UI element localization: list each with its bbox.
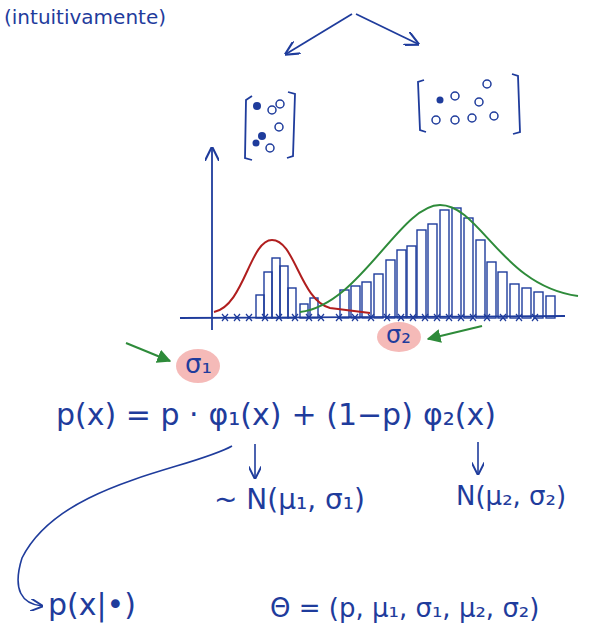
sample-dot — [258, 132, 266, 140]
down-arrow — [254, 444, 256, 478]
sample-dot — [451, 92, 459, 100]
bar — [386, 260, 395, 318]
curved-arrow — [18, 446, 232, 606]
bar — [340, 290, 349, 318]
sample-dot — [451, 116, 459, 124]
sample-dot — [468, 114, 476, 122]
bar — [498, 272, 507, 318]
y-axis — [211, 148, 213, 330]
sample-box — [418, 74, 520, 134]
note: (intuitivamente) — [4, 6, 166, 29]
gaussian-2 — [300, 205, 578, 312]
bar — [487, 262, 496, 318]
formula-part: p(x) = p · — [56, 398, 199, 433]
sample-dot — [483, 80, 491, 88]
bar — [272, 258, 280, 318]
sample-dot — [490, 112, 498, 120]
highlight — [377, 322, 421, 352]
split-arrow — [286, 14, 352, 54]
bar — [407, 246, 416, 318]
bar — [510, 284, 519, 318]
distribution: ~ N(μ₁, σ₁) — [214, 484, 365, 516]
bar — [280, 266, 288, 318]
sample-dot — [266, 144, 274, 152]
bar — [264, 272, 272, 318]
sigma-label: σ₁ — [185, 350, 212, 380]
formula-part: + (1−p) — [292, 398, 413, 433]
sample-dot — [253, 140, 260, 147]
sample-dot — [253, 102, 261, 110]
formula-part: φ₁(x) — [209, 398, 282, 433]
parameter-vector: Θ = (p, μ₁, σ₁, μ₂, σ₂) — [270, 594, 539, 624]
bar — [351, 286, 360, 318]
sample-dot — [475, 98, 483, 106]
bar — [374, 274, 383, 318]
split-arrow — [356, 14, 418, 44]
bar — [440, 210, 449, 318]
sigma-label: σ₂ — [386, 322, 411, 350]
bar — [522, 288, 531, 318]
sample-dot — [268, 106, 276, 114]
sample-dot — [437, 97, 444, 104]
down-arrow — [477, 442, 479, 474]
pointer-arrow — [126, 343, 170, 361]
conditional-density: p(x|•) — [48, 588, 136, 623]
sample-dot — [432, 116, 440, 124]
bar — [464, 218, 473, 318]
sample-box — [245, 92, 295, 160]
pointer-arrow — [428, 326, 482, 339]
bar — [428, 224, 437, 318]
highlight — [176, 349, 220, 383]
distribution: N(μ₂, σ₂) — [456, 482, 566, 512]
bar — [288, 288, 296, 318]
gaussian-1 — [214, 240, 370, 313]
bar — [452, 208, 461, 318]
formula-part: φ₂(x) — [423, 398, 496, 433]
sample-marks — [222, 314, 538, 321]
bar — [534, 292, 543, 318]
bar — [417, 230, 426, 318]
bar — [546, 296, 555, 318]
sample-dot — [276, 100, 284, 108]
bar — [397, 250, 406, 318]
bar — [476, 240, 485, 318]
sample-dot — [275, 123, 283, 131]
